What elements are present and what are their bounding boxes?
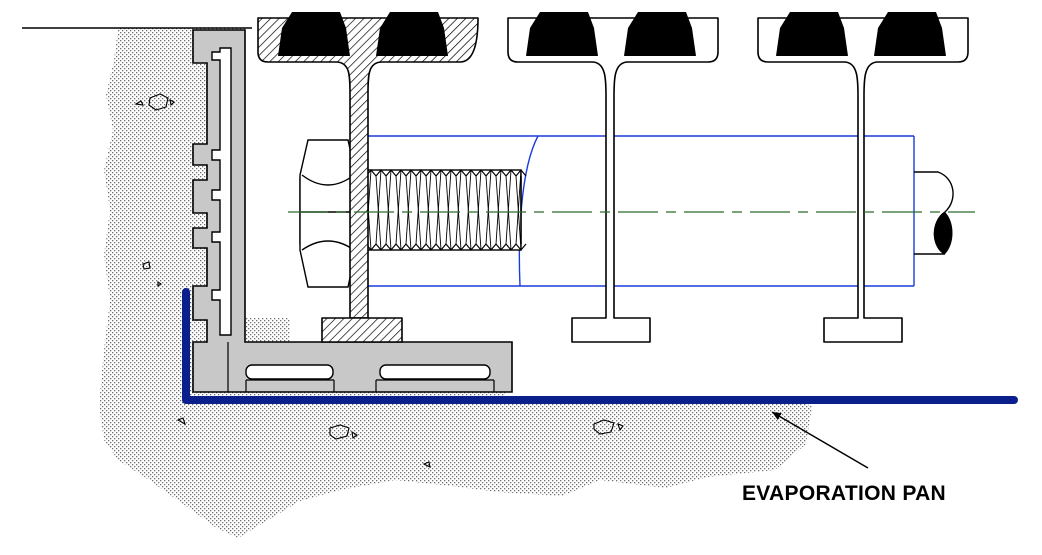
callout: EVAPORATION PAN xyxy=(742,411,946,505)
thread-flank xyxy=(455,169,462,245)
section-rail-outline-2 xyxy=(757,17,969,343)
thread-flank xyxy=(475,169,482,245)
aggregate-stones xyxy=(134,93,624,468)
thread-flank xyxy=(385,169,392,245)
callout-leader-arrow xyxy=(771,411,869,469)
thread-flank xyxy=(465,169,472,245)
spacer-tube xyxy=(368,135,915,287)
section-rail-hatched xyxy=(257,17,479,343)
thread-flank xyxy=(425,169,432,245)
callout-label: EVAPORATION PAN xyxy=(742,482,946,505)
evaporation-pan xyxy=(182,288,1018,404)
section-rail-outline-1 xyxy=(507,17,719,343)
thread-flank xyxy=(515,169,522,245)
tube-break-symbol xyxy=(914,171,954,255)
thread-flank xyxy=(435,169,442,245)
thread-flank xyxy=(395,169,402,245)
thread-flank xyxy=(485,169,492,245)
thread-flank xyxy=(415,169,422,245)
thread-flank xyxy=(505,169,512,245)
thread-flank xyxy=(495,169,502,245)
bolt-threads xyxy=(355,169,527,251)
thread-flank xyxy=(375,169,382,245)
rubber-track-pads xyxy=(278,12,946,56)
hex-bolt xyxy=(299,139,527,288)
concrete-slab xyxy=(22,27,812,538)
extrusion-slots xyxy=(211,47,491,380)
thread-flank xyxy=(405,169,412,245)
thread-flank xyxy=(445,169,452,245)
aluminum-angle-extrusion xyxy=(192,29,513,393)
